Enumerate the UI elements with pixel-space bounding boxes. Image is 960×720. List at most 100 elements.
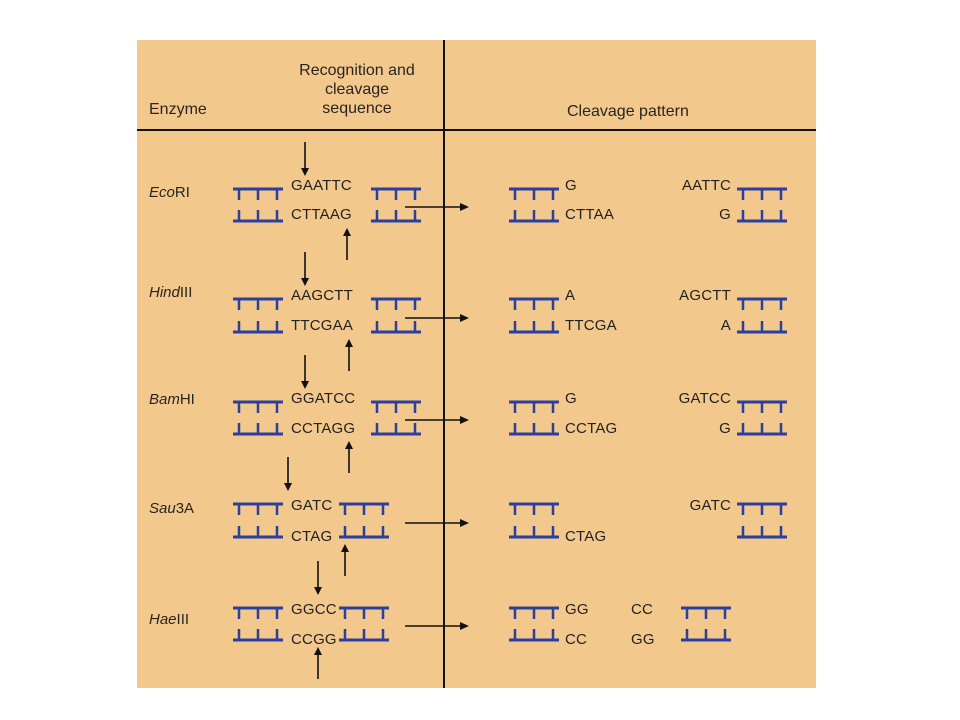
frag-left-bottom-haeiii: CC xyxy=(565,631,588,648)
dna-strand-top-left-ecori xyxy=(233,187,283,200)
frag-right-top-haeiii: CC xyxy=(631,601,654,618)
fragment-right-top-strand-ecori xyxy=(737,187,787,200)
enzyme-name-roman: III xyxy=(176,611,190,628)
header-recognition-line1: Recognition and xyxy=(299,62,415,79)
seq-bottom-ecori: CTTAAG xyxy=(291,206,352,223)
frag-right-top-ecori: AATTC xyxy=(681,177,731,194)
fragment-left-bottom-strand-haeiii xyxy=(509,629,559,642)
cut-arrow-top-sau3a-head xyxy=(284,483,292,491)
seq-top-ecori: GAATTC xyxy=(291,177,352,194)
enzyme-name-roman: HI xyxy=(179,391,195,408)
fragment-right-bottom-strand-bamhi xyxy=(737,423,787,436)
enzyme-name-roman: 3A xyxy=(175,500,195,517)
seq-bottom-haeiii: CCGG xyxy=(291,631,337,648)
header-enzyme: Enzyme xyxy=(149,101,207,118)
fragment-left-bottom-strand-ecori xyxy=(509,210,559,223)
fragment-left-top-strand-haeiii xyxy=(509,606,559,619)
enzyme-name-italic: Eco xyxy=(149,184,175,201)
frag-left-bottom-hindiii: TTCGA xyxy=(565,317,617,334)
dna-strand-bottom-left-bamhi xyxy=(233,423,283,436)
dna-strand-bottom-left-hindiii xyxy=(233,321,283,334)
enzyme-name-italic: Hae xyxy=(149,611,177,628)
seq-bottom-hindiii: TTCGAA xyxy=(291,317,354,334)
dna-strand-bottom-right-bamhi xyxy=(371,423,421,436)
cut-arrow-bottom-hindiii-head xyxy=(345,339,353,347)
restriction-enzyme-table: Enzyme Recognition and cleavage sequence… xyxy=(137,40,816,688)
fragment-left-top-strand-hindiii xyxy=(509,297,559,310)
fragment-left-top-strand-ecori xyxy=(509,187,559,200)
dna-strand-top-right-sau3a xyxy=(339,502,389,515)
enzyme-name-sau3a: Sau3A xyxy=(149,500,194,517)
fragment-left-top-strand-sau3a xyxy=(509,502,559,515)
seq-top-sau3a: GATC xyxy=(291,497,333,514)
dna-strand-top-right-ecori xyxy=(371,187,421,200)
transition-arrow-ecori-head xyxy=(460,203,469,211)
fragment-right-bottom-strand-ecori xyxy=(737,210,787,223)
header-cleavage-pattern: Cleavage pattern xyxy=(567,103,689,120)
frag-left-top-haeiii: GG xyxy=(565,601,589,618)
frag-left-bottom-bamhi: CCTAG xyxy=(565,420,618,437)
dna-strand-bottom-right-ecori xyxy=(371,210,421,223)
cut-arrow-top-haeiii-head xyxy=(314,587,322,595)
frag-right-bottom-hindiii: A xyxy=(720,317,731,334)
frag-left-top-hindiii: A xyxy=(565,287,576,304)
cut-arrow-bottom-ecori-head xyxy=(343,228,351,236)
enzyme-name-italic: Hind xyxy=(149,284,180,301)
dna-strand-top-left-hindiii xyxy=(233,297,283,310)
enzyme-name-haeiii: HaeIII xyxy=(149,611,189,628)
header-recognition-line3: sequence xyxy=(322,100,392,117)
enzyme-name-ecori: EcoRI xyxy=(149,184,190,201)
enzyme-name-hindiii: HindIII xyxy=(149,284,192,301)
dna-strand-top-left-haeiii xyxy=(233,606,283,619)
frag-right-bottom-haeiii: GG xyxy=(631,631,655,648)
frag-left-bottom-sau3a: CTAG xyxy=(565,528,607,545)
dna-strand-top-left-sau3a xyxy=(233,502,283,515)
dna-strand-top-right-hindiii xyxy=(371,297,421,310)
dna-strand-bottom-right-sau3a xyxy=(339,526,389,539)
frag-left-top-ecori: G xyxy=(565,177,577,194)
dna-strand-top-right-bamhi xyxy=(371,400,421,413)
transition-arrow-haeiii-head xyxy=(460,622,469,630)
cut-arrow-bottom-bamhi-head xyxy=(345,441,353,449)
seq-top-hindiii: AAGCTT xyxy=(291,287,354,304)
cut-arrow-bottom-haeiii-head xyxy=(314,647,322,655)
cut-arrow-top-hindiii-head xyxy=(301,278,309,286)
dna-strand-bottom-left-sau3a xyxy=(233,526,283,539)
enzyme-name-roman: RI xyxy=(174,184,190,201)
table-graphics xyxy=(137,40,816,688)
frag-right-top-bamhi: GATCC xyxy=(678,390,731,407)
enzyme-name-bamhi: BamHI xyxy=(149,391,195,408)
cut-arrow-bottom-sau3a-head xyxy=(341,544,349,552)
frag-right-top-hindiii: AGCTT xyxy=(679,287,731,304)
fragment-right-top-strand-sau3a xyxy=(737,502,787,515)
frag-left-top-bamhi: G xyxy=(565,390,577,407)
dna-strand-top-left-bamhi xyxy=(233,400,283,413)
header-recognition: Recognition and cleavage sequence xyxy=(282,61,432,118)
fragment-right-bottom-strand-haeiii xyxy=(681,629,731,642)
dna-strand-bottom-right-hindiii xyxy=(371,321,421,334)
dna-strand-bottom-right-haeiii xyxy=(339,629,389,642)
fragment-left-bottom-strand-bamhi xyxy=(509,423,559,436)
seq-top-haeiii: GGCC xyxy=(291,601,337,618)
transition-arrow-bamhi-head xyxy=(460,416,469,424)
dna-strand-bottom-left-haeiii xyxy=(233,629,283,642)
fragment-right-bottom-strand-sau3a xyxy=(737,526,787,539)
seq-bottom-sau3a: CTAG xyxy=(291,528,333,545)
cut-arrow-top-ecori-head xyxy=(301,168,309,176)
transition-arrow-hindiii-head xyxy=(460,314,469,322)
fragment-right-bottom-strand-hindiii xyxy=(737,321,787,334)
fragment-left-top-strand-bamhi xyxy=(509,400,559,413)
frag-right-top-sau3a: GATC xyxy=(689,497,731,514)
enzyme-name-italic: Sau xyxy=(149,500,176,517)
enzyme-name-roman: III xyxy=(179,284,193,301)
frag-right-bottom-ecori: G xyxy=(719,206,731,223)
dna-strand-bottom-left-ecori xyxy=(233,210,283,223)
seq-top-bamhi: GGATCC xyxy=(291,390,356,407)
frag-right-bottom-bamhi: G xyxy=(719,420,731,437)
fragment-left-bottom-strand-sau3a xyxy=(509,526,559,539)
fragment-left-bottom-strand-hindiii xyxy=(509,321,559,334)
transition-arrow-sau3a-head xyxy=(460,519,469,527)
dna-strand-top-right-haeiii xyxy=(339,606,389,619)
frag-left-bottom-ecori: CTTAA xyxy=(565,206,615,223)
seq-bottom-bamhi: CCTAGG xyxy=(291,420,356,437)
